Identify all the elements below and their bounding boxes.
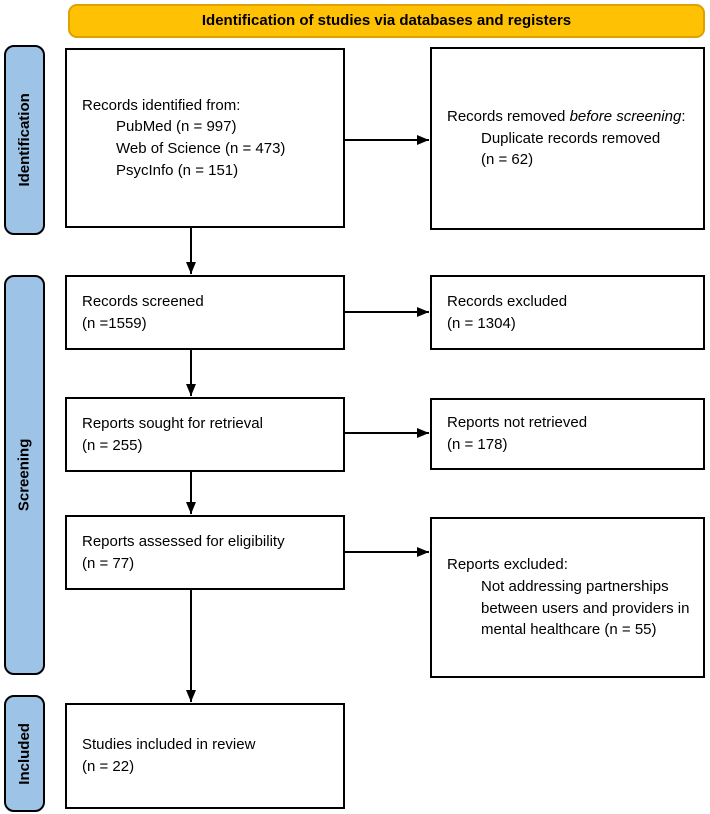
box-line: (n = 22) (82, 758, 135, 775)
box-line: Reports assessed for eligibility (82, 532, 285, 550)
stage-label: Screening (15, 438, 33, 512)
box-item: Not addressing partnerships between user… (481, 577, 690, 639)
box-line: (n = 1304) (447, 314, 516, 332)
box-records-screened: Records screened (n =1559) (65, 275, 345, 350)
box-reports-not-retrieved: Reports not retrieved (n = 178) (430, 398, 705, 470)
box-reports-sought: Reports sought for retrieval (n = 255) (65, 397, 345, 472)
stage-screening: Screening (4, 275, 45, 675)
box-line: Studies included in review (82, 736, 256, 754)
stage-label: Included (15, 722, 33, 785)
box-studies-included: Studies included in review (n = 22) (65, 703, 345, 809)
box-line: Reports not retrieved (447, 414, 588, 432)
box-line: (n = 178) (447, 436, 508, 453)
stage-included: Included (4, 695, 45, 812)
banner-title: Identification of studies via databases … (201, 12, 572, 30)
box-records-excluded: Records excluded (n = 1304) (430, 275, 705, 350)
stage-identification: Identification (4, 45, 45, 235)
banner: Identification of studies via databases … (68, 4, 705, 38)
box-line: Reports sought for retrieval (82, 414, 263, 432)
box-heading: Records identified from: (82, 96, 241, 114)
box-reports-assessed: Reports assessed for eligibility (n = 77… (65, 515, 345, 590)
box-line: Records excluded (447, 292, 568, 310)
box-item: PsycInfo (n = 151) (116, 161, 239, 179)
box-item: Duplicate records removed (n = 62) (481, 129, 661, 169)
italic-phrase: before screening (569, 107, 682, 125)
box-heading: Records removed before screening: (447, 107, 686, 125)
box-line: Records screened (82, 292, 204, 310)
box-item: PubMed (n = 997) (116, 118, 237, 136)
box-records-removed: Records removed before screening: Duplic… (430, 47, 705, 230)
box-line: (n = 77) (82, 554, 135, 572)
box-reports-excluded: Reports excluded: Not addressing partner… (430, 517, 705, 678)
stage-label: Identification (15, 93, 33, 187)
box-heading: Reports excluded: (447, 556, 568, 573)
box-line: (n = 255) (82, 436, 143, 454)
box-item: Web of Science (n = 473) (116, 140, 286, 157)
box-line: (n =1559) (82, 314, 147, 332)
box-records-identified: Records identified from: PubMed (n = 997… (65, 48, 345, 228)
